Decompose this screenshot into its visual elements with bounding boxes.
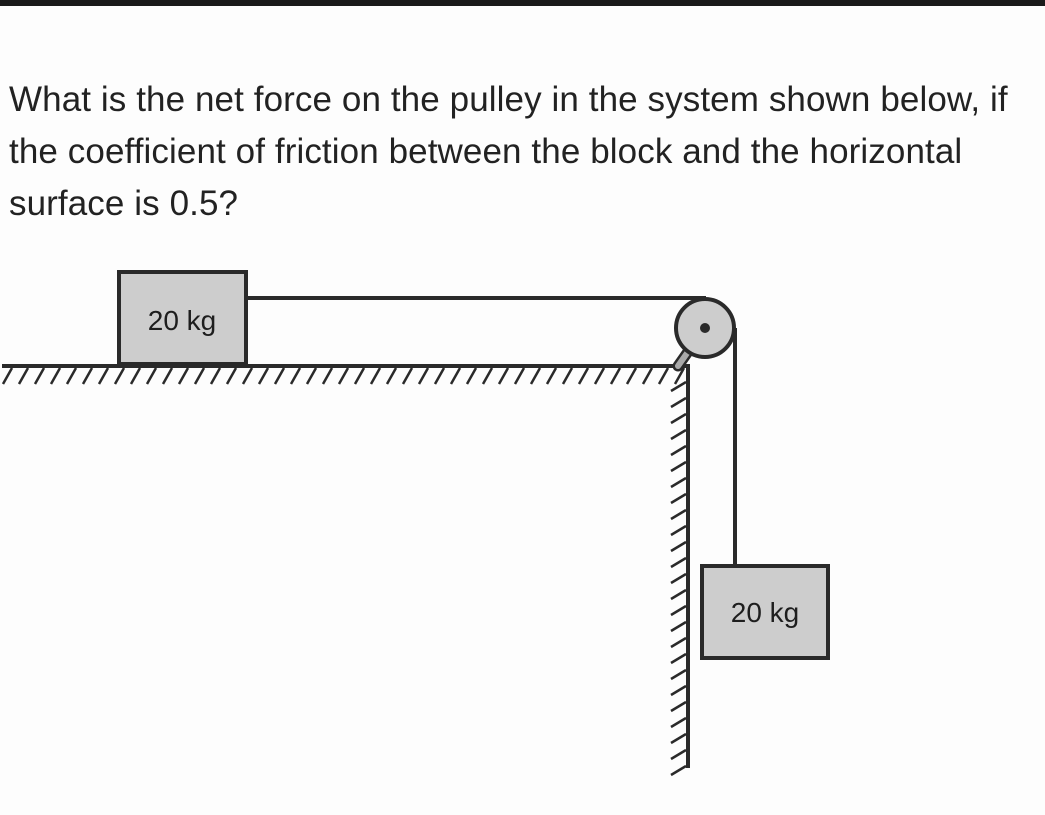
hatch-mark [209,367,222,385]
hatch-mark [145,367,158,385]
hatch-mark [641,367,654,385]
hatch-mark [497,367,510,385]
hatch-mark [670,748,687,761]
horizontal-surface-hatching [1,367,686,385]
vertical-wall-hatching [670,380,687,777]
hanging-block [700,564,830,660]
question-text: What is the net force on the pulley in t… [9,80,1008,223]
hatch-mark [670,460,687,473]
hatch-mark [433,367,446,385]
hatch-mark [670,604,687,617]
hatch-mark [670,700,687,713]
block-on-surface [117,270,248,366]
hatch-mark [545,367,558,385]
hatch-mark [193,367,206,385]
hatch-mark [465,367,478,385]
hatch-mark [481,367,494,385]
hatch-mark [321,367,334,385]
hatch-mark [609,367,622,385]
hatch-mark [257,367,270,385]
hatch-mark [593,367,606,385]
hatch-mark [561,367,574,385]
hatch-mark [513,367,526,385]
hatch-mark [225,367,238,385]
hatch-mark [670,412,687,425]
hatch-mark [97,367,110,385]
hatch-mark [670,540,687,553]
hatch-mark [33,367,46,385]
hatch-mark [305,367,318,385]
hatch-mark [670,620,687,633]
hatch-mark [577,367,590,385]
block-on-surface-label: 20 kg [148,305,217,336]
hatch-mark [670,652,687,665]
hatch-mark [65,367,78,385]
hatch-mark [670,764,687,777]
hatch-mark [369,367,382,385]
hatch-mark [273,367,286,385]
hatch-mark [670,380,687,393]
top-border [0,0,1045,6]
hatch-mark [81,367,94,385]
hatch-mark [657,367,670,385]
hatch-mark [670,572,687,585]
hatch-mark [670,636,687,649]
hatch-mark [161,367,174,385]
hatch-mark [337,367,350,385]
hatch-mark [670,428,687,441]
hatch-mark [417,367,430,385]
hatch-mark [385,367,398,385]
hatch-mark [625,367,638,385]
hatch-mark [670,588,687,601]
hatch-mark [1,367,14,385]
hatch-mark [241,367,254,385]
hatch-mark [670,476,687,489]
hatch-mark [670,668,687,681]
hatch-mark [670,732,687,745]
hatch-mark [289,367,302,385]
hatch-mark [673,367,686,385]
hatch-mark [353,367,366,385]
hatch-mark [670,444,687,457]
hatch-mark [670,684,687,697]
hatch-mark [670,556,687,569]
hatch-mark [670,396,687,409]
pulley-axle [700,323,710,333]
hatch-mark [670,492,687,505]
hatch-mark [529,367,542,385]
hatch-mark [670,508,687,521]
hatch-mark [49,367,62,385]
hatch-mark [670,716,687,729]
hatch-mark [129,367,142,385]
hatch-mark [449,367,462,385]
hatch-mark [670,524,687,537]
hanging-block-label: 20 kg [731,597,800,628]
hatch-mark [401,367,414,385]
hatch-mark [177,367,190,385]
hatch-mark [113,367,126,385]
hatch-mark [17,367,30,385]
